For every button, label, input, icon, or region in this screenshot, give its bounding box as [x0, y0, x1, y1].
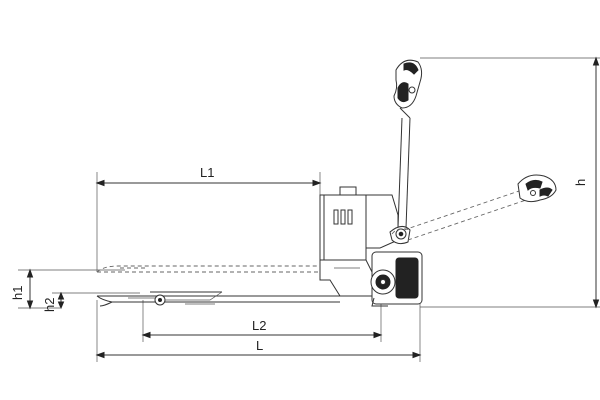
- handle-upright: [393, 59, 423, 119]
- tiller-upright: [389, 117, 411, 245]
- fork-raised-outline: [96, 265, 320, 273]
- dimension-h2: h2: [42, 291, 140, 312]
- tiller-lowered-dashed: [391, 189, 527, 241]
- dimension-l1: L1: [95, 165, 322, 272]
- label-l: L: [256, 338, 263, 353]
- dimension-h: h: [420, 56, 600, 309]
- drive-wheel: [370, 251, 423, 307]
- label-h2: h2: [42, 298, 57, 312]
- dimension-l: L: [95, 300, 422, 362]
- dimension-h1: h1: [10, 268, 125, 310]
- label-h1: h1: [10, 286, 25, 300]
- handle-lowered: [517, 174, 557, 203]
- truck-body: [319, 186, 399, 297]
- dimension-l2: L2: [141, 300, 383, 342]
- label-h: h: [573, 179, 588, 186]
- label-l1: L1: [200, 165, 214, 180]
- label-l2: L2: [252, 318, 266, 333]
- drive-wheel-tire: [395, 257, 419, 299]
- fork-lowered: [96, 289, 350, 307]
